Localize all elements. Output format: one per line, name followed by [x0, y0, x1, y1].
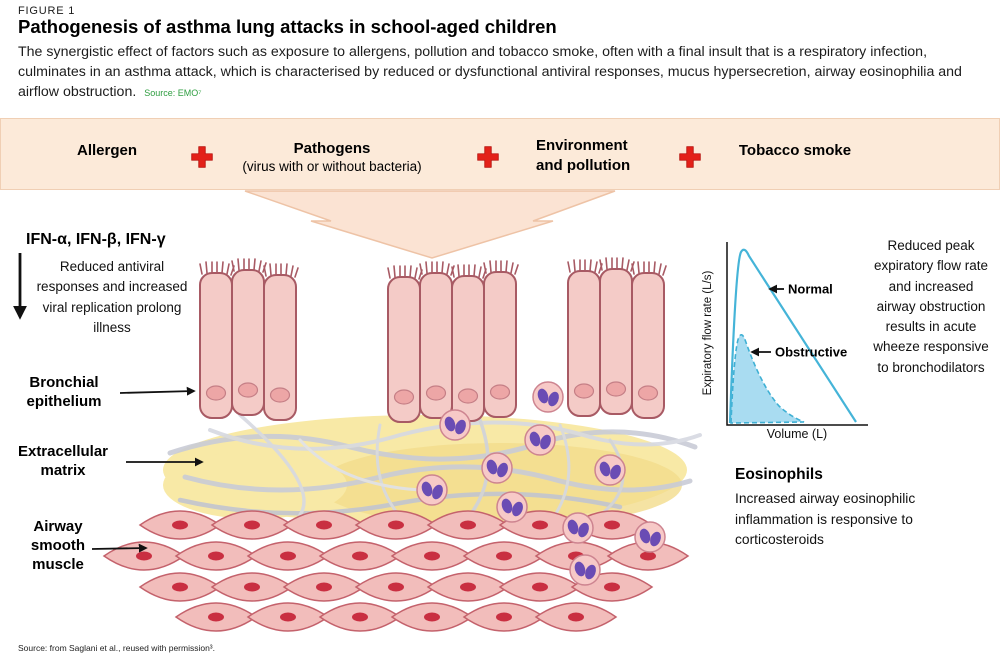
- plus-icon: [189, 144, 215, 175]
- description-source-note: Source: EMO⁷: [144, 88, 202, 99]
- eosinophils-text: Increased airway eosinophilic inflammati…: [735, 491, 916, 548]
- eosinophils-title: Eosinophils: [735, 466, 823, 483]
- figure-description: The synergistic effect of factors such a…: [18, 42, 980, 102]
- epithelial-cell: [451, 264, 487, 422]
- muscle-cell: [247, 541, 329, 571]
- epithelial-cell: [263, 263, 299, 421]
- smooth-muscle-arrow: [91, 543, 148, 553]
- eosinophil: [496, 491, 528, 523]
- factor-tobacco-label: Tobacco smoke: [738, 142, 852, 159]
- eosinophil: [562, 512, 594, 544]
- annotation-arrows: [13, 253, 204, 553]
- muscle-cell: [139, 572, 221, 602]
- eosinophil: [416, 474, 448, 506]
- muscle-cell: [391, 541, 473, 571]
- normal-curve: [728, 248, 857, 424]
- eosinophil: [594, 454, 626, 486]
- chart-x-axis-label: Volume (L): [767, 427, 827, 441]
- muscle-cell: [283, 572, 365, 602]
- factor-allergen-label: Allergen: [76, 142, 137, 159]
- muscle-cell: [211, 572, 293, 602]
- smooth-muscle-label: Airway smooth muscle: [30, 518, 86, 573]
- muscle-cell: [247, 602, 329, 632]
- chart-normal-label: Normal: [788, 282, 833, 297]
- eosinophil: [439, 409, 471, 441]
- muscle-cell: [319, 602, 401, 632]
- plus-icon: [475, 144, 501, 175]
- page-title: Pathogenesis of asthma lung attacks in s…: [18, 16, 557, 37]
- matrix-fibre-mesh: [167, 413, 702, 517]
- eosinophil: [569, 554, 601, 586]
- muscle-cell: [427, 572, 509, 602]
- epithelial-cell: [199, 261, 235, 419]
- funnel-down-arrow: [244, 190, 616, 259]
- flow-obstruction-text: Reduced peak expiratory flow rate and in…: [873, 238, 989, 375]
- bronchial-epithelium-arrow: [119, 386, 196, 396]
- epithelial-cell: [631, 261, 667, 419]
- epithelial-cell: [387, 265, 423, 423]
- muscle-cell: [499, 572, 581, 602]
- ifn-text: Reduced antiviral responses and increase…: [36, 259, 188, 335]
- chart-obstructive-label: Obstructive: [775, 345, 847, 360]
- epithelial-cell: [231, 258, 267, 416]
- muscle-cell: [175, 602, 257, 632]
- eosinophil: [634, 521, 666, 553]
- epithelial-cell: [567, 259, 603, 417]
- eosinophil: [532, 381, 564, 413]
- muscle-cell: [319, 541, 401, 571]
- bronchial-epithelium: [199, 257, 667, 423]
- description-text: The synergistic effect of factors such a…: [18, 44, 962, 101]
- flow-volume-chart: Normal Obstructive Expiratory flow rate …: [702, 242, 868, 441]
- factor-pathogens-label: Pathogens: [293, 140, 371, 157]
- muscle-cell: [463, 541, 545, 571]
- factor-environment-label: Environment and pollution: [536, 137, 631, 175]
- chart-axes: [726, 242, 868, 426]
- muscle-cell: [463, 602, 545, 632]
- ifn-title: IFN-α, IFN-β, IFN-γ: [26, 231, 166, 248]
- muscle-cell: [103, 541, 185, 571]
- muscle-cell: [535, 602, 617, 632]
- plus-icon: [677, 144, 703, 175]
- factor-pathogens: Pathogens (virus with or without bacteri…: [232, 140, 432, 174]
- muscle-cell: [355, 572, 437, 602]
- epithelial-cell: [419, 261, 455, 419]
- extracellular-matrix-label: Extracellular matrix: [17, 443, 109, 479]
- bronchial-epithelium-label: Bronchial epithelium: [26, 374, 102, 410]
- obstructive-curve: [730, 333, 805, 424]
- epithelial-cell: [483, 260, 519, 418]
- factor-pathogens-sublabel: (virus with or without bacteria): [242, 159, 422, 174]
- figure-source: Source: from Saglani et al., reused with…: [18, 643, 216, 653]
- chart-y-axis-label: Expiratory flow rate (L/s): [702, 271, 714, 396]
- pathogenesis-illustration: Normal Obstructive Expiratory flow rate …: [13, 190, 868, 632]
- figure-label: FIGURE 1: [18, 5, 76, 17]
- factors-banner: [0, 118, 1000, 190]
- eosinophil: [524, 424, 556, 456]
- muscle-cell: [175, 541, 257, 571]
- epithelial-cell: [599, 257, 635, 415]
- eosinophil: [481, 452, 513, 484]
- muscle-cell: [391, 602, 473, 632]
- muscle-cell: [139, 510, 221, 540]
